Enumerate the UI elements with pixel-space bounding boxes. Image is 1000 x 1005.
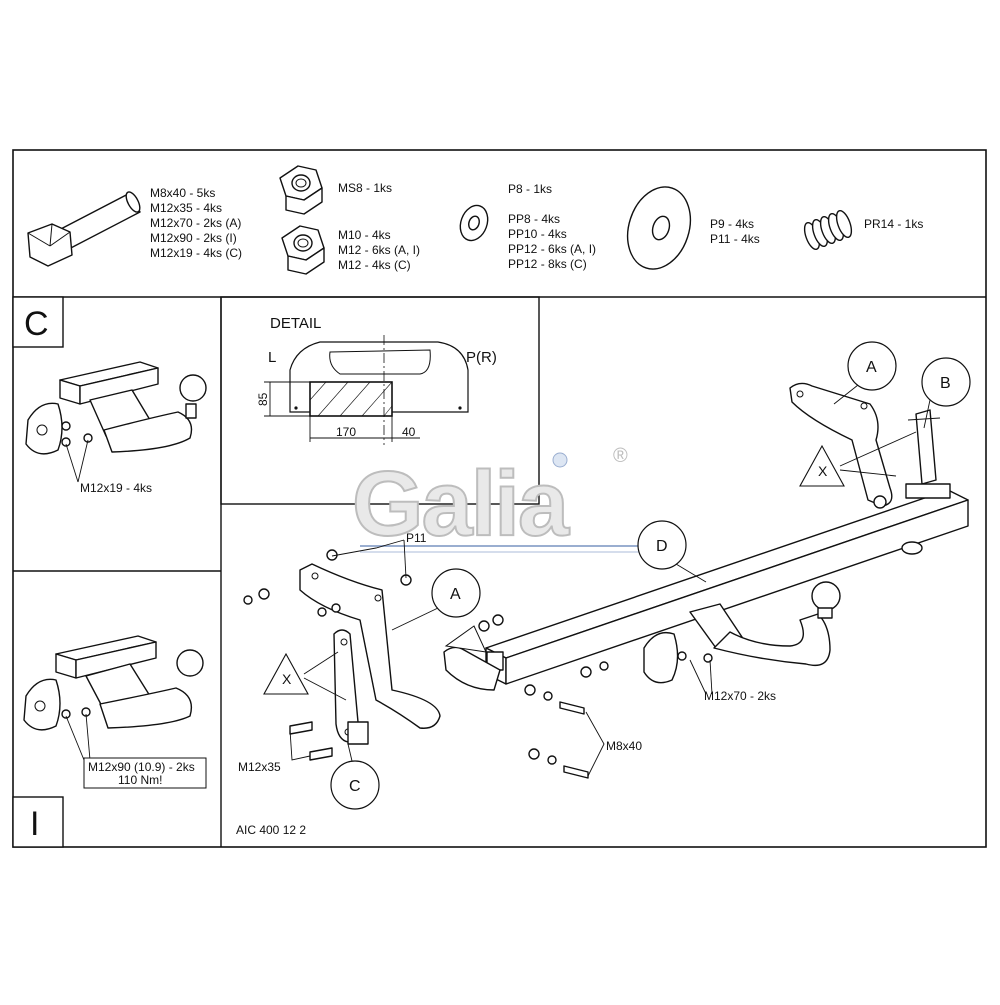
svg-text:X: X <box>282 671 292 687</box>
panel-i: I M12x90 (10.9) - 2ks 110 Nm! <box>12 635 207 848</box>
callout-d: D <box>637 520 707 583</box>
dim-left: 170 <box>336 425 356 439</box>
large-washer-line-2: P11 - 4ks <box>710 232 760 246</box>
x-marker-right: X <box>799 431 917 487</box>
bolt-line-1: M8x40 - 5ks <box>150 186 215 200</box>
ball-hitch-i <box>23 635 204 731</box>
svg-text:B: B <box>940 375 951 392</box>
m12x35-label: M12x35 <box>238 760 281 774</box>
washer-line-3: PP12 - 6ks (A, I) <box>508 242 596 256</box>
cutout-area <box>309 381 393 417</box>
washer-line-4: PP12 - 8ks (C) <box>508 257 587 271</box>
detail-title: DETAIL <box>270 315 321 332</box>
detail-panel: DETAIL L P(R) 85 170 40 <box>256 315 497 445</box>
callout-a-top: A <box>833 341 897 405</box>
p11-label: P11 <box>406 531 427 545</box>
clamp-plate <box>333 629 369 745</box>
svg-text:A: A <box>866 359 877 376</box>
p8-label: P8 - 1ks <box>508 182 552 196</box>
detail-right-label: P(R) <box>466 349 497 366</box>
nut-line-1: M10 - 4ks <box>338 228 391 242</box>
main-assembly: A B D A C X <box>236 341 971 837</box>
panel-i-torque: 110 Nm! <box>118 773 162 787</box>
washer-line-2: PP10 - 4ks <box>508 227 567 241</box>
dim-height: 85 <box>256 392 270 406</box>
main-ball-hitch <box>643 581 841 684</box>
dim-right: 40 <box>402 425 416 439</box>
large-washer-line-1: P9 - 4ks <box>710 217 754 231</box>
self-locking-nut-icon <box>279 165 323 215</box>
panel-i-letter: I <box>30 805 39 843</box>
bolt-line-3: M12x70 - 2ks (A) <box>150 216 241 230</box>
spring-icon <box>803 209 853 251</box>
bolt-line-4: M12x90 - 2ks (I) <box>150 231 237 245</box>
bolt-line-2: M12x35 - 4ks <box>150 201 222 215</box>
svg-text:X: X <box>818 463 828 479</box>
panel-i-bolt-label: M12x90 (10.9) - 2ks <box>88 760 195 774</box>
panel-c-letter: C <box>24 305 49 343</box>
nut-line-3: M12 - 4ks (C) <box>338 258 411 272</box>
spring-label: PR14 - 1ks <box>864 217 923 231</box>
parts-list: M8x40 - 5ks M12x35 - 4ks M12x70 - 2ks (A… <box>27 165 923 275</box>
bracket-b <box>905 409 951 499</box>
registered-mark: ® <box>613 445 628 467</box>
watermark-text: Galia <box>352 453 570 555</box>
panel-c-bolt-label: M12x19 - 4ks <box>80 481 152 495</box>
svg-text:A: A <box>450 586 461 603</box>
svg-text:C: C <box>349 778 361 795</box>
panel-c: C M12x19 - 4ks <box>12 296 207 495</box>
x-marker-left: X <box>263 651 347 701</box>
ms-nut-label: MS8 - 1ks <box>338 181 392 195</box>
callout-a-left: A <box>391 568 481 631</box>
callout-b: B <box>921 357 971 429</box>
m12x70-label: M12x70 - 2ks <box>704 689 776 703</box>
large-washer-icon <box>626 186 692 270</box>
callout-c: C <box>330 743 380 810</box>
drawing-number: AIC 400 12 2 <box>236 823 306 837</box>
bolt-line-5: M12x19 - 4ks (C) <box>150 246 242 260</box>
ball-hitch-c <box>25 361 207 455</box>
hex-nut-icon <box>281 225 325 275</box>
bolt-icon <box>27 191 141 267</box>
washer-icon <box>459 204 489 242</box>
nut-line-2: M12 - 6ks (A, I) <box>338 243 420 257</box>
galia-watermark: Galia ® <box>351 445 640 556</box>
washer-line-1: PP8 - 4ks <box>508 212 560 226</box>
x-marker-beam-end <box>444 625 487 653</box>
drawing-frame <box>12 149 987 848</box>
detail-left-label: L <box>268 349 276 366</box>
right-bracket <box>789 382 893 507</box>
m8x40-label: M8x40 <box>606 739 642 753</box>
watermark-dot <box>552 452 568 468</box>
crossbeam <box>485 489 969 685</box>
svg-text:D: D <box>656 538 668 555</box>
